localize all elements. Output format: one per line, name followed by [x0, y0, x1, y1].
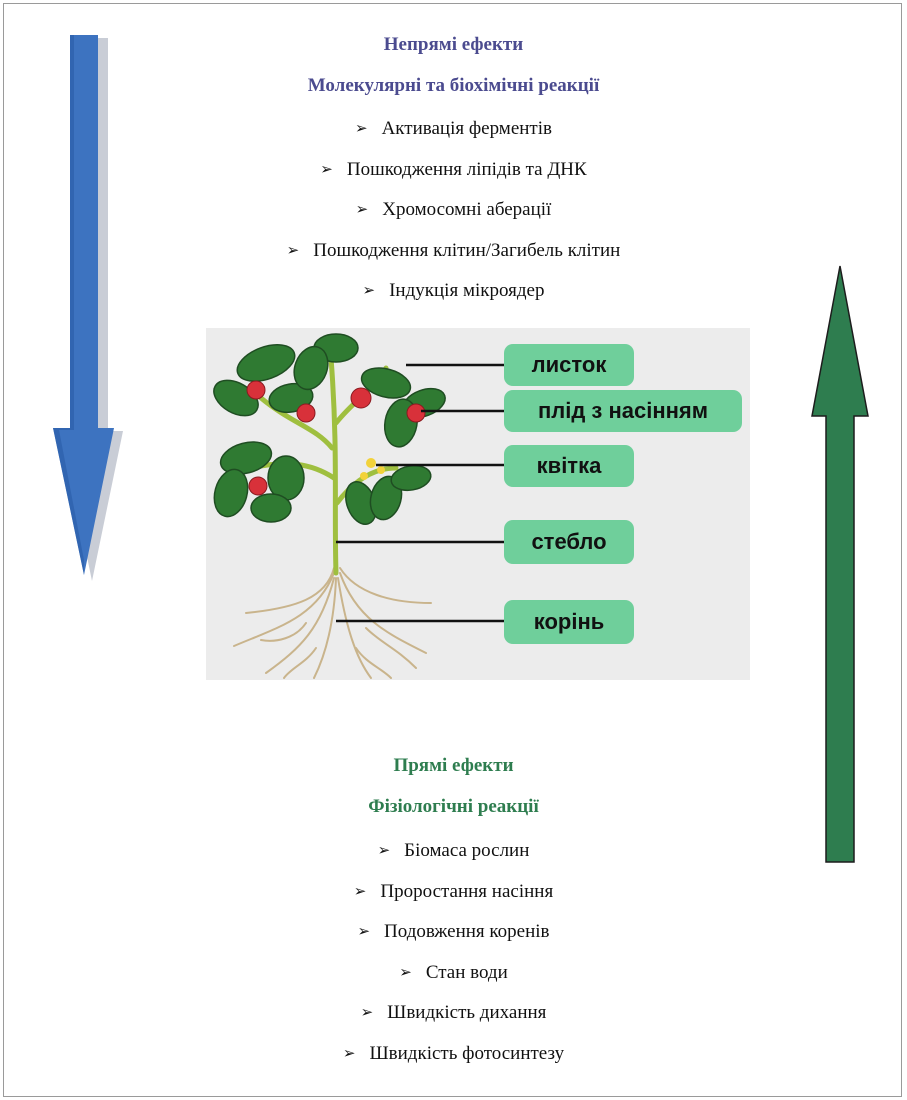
list-item-label: Подовження коренів [384, 921, 550, 942]
arrowhead-bullet-icon: ➢ [353, 881, 367, 900]
list-item-label: Пошкодження клітин/Загибель клітин [313, 239, 621, 261]
indirect-effects-title: Непрямі ефекти [383, 34, 524, 55]
list-item: ➢ Стан води [0, 953, 907, 994]
list-item-label: Швидкість дихання [387, 1002, 547, 1023]
down-arrow-icon [53, 35, 123, 581]
tomato-plant-illustration [213, 333, 504, 679]
indirect-effects-subtitle: Молекулярні та біохімічні реакції [307, 75, 600, 96]
arrowhead-bullet-icon: ➢ [399, 962, 412, 981]
list-item: ➢ Швидкість фотосинтезу [0, 1034, 907, 1075]
arrowhead-bullet-icon: ➢ [377, 841, 391, 859]
list-item-label: Хромосомні аберації [382, 199, 552, 220]
direct-effects-title: Прямі ефекти [393, 755, 514, 776]
list-item: ➢ Індукція мікроядер [0, 271, 907, 312]
direct-effects-subtitle: Фізіологічні реакції [368, 796, 539, 817]
plant-label-root: корінь [504, 600, 634, 644]
list-item: ➢ Біомаса рослин [0, 831, 907, 872]
list-item: ➢ Пошкодження клітин/Загибель клітин [0, 231, 907, 272]
arrowhead-bullet-icon: ➢ [320, 159, 333, 178]
arrowhead-bullet-icon: ➢ [286, 240, 300, 259]
up-arrow-icon [811, 265, 869, 863]
page-frame [3, 3, 902, 1097]
plant-label-leaf: листок [504, 344, 634, 386]
list-item: ➢ Пошкодження ліпідів та ДНК [0, 150, 907, 191]
arrowhead-bullet-icon: ➢ [342, 1043, 356, 1062]
list-item-label: Швидкість фотосинтезу [369, 1042, 565, 1064]
indirect-effects-list: ➢ Активація ферментів ➢ Пошкодження ліпіді… [0, 109, 907, 312]
list-item: ➢ Проростання насіння [0, 872, 907, 913]
arrowhead-bullet-icon: ➢ [355, 200, 369, 218]
plant-diagram: листок плід з насінням квітка стебло кор… [206, 328, 750, 680]
list-item: ➢ Швидкість дихання [0, 993, 907, 1034]
list-item-label: Індукція мікроядер [389, 280, 545, 301]
list-item: ➢ Подовження коренів [0, 912, 907, 953]
list-item-label: Проростання насіння [380, 880, 554, 902]
plant-label-stem: стебло [504, 520, 634, 564]
plant-label-flower: квітка [504, 445, 634, 487]
arrowhead-bullet-icon: ➢ [362, 281, 376, 299]
list-item-label: Активація ферментів [381, 118, 552, 139]
list-item: ➢ Хромосомні аберації [0, 190, 907, 231]
list-item-label: Пошкодження ліпідів та ДНК [346, 158, 587, 180]
arrowhead-bullet-icon: ➢ [357, 922, 371, 940]
arrowhead-bullet-icon: ➢ [355, 119, 368, 137]
list-item-label: Стан води [425, 961, 508, 983]
list-item-label: Біомаса рослин [404, 840, 530, 861]
plant-label-fruit: плід з насінням [504, 390, 742, 432]
arrowhead-bullet-icon: ➢ [360, 1003, 374, 1021]
list-item: ➢ Активація ферментів [0, 109, 907, 150]
direct-effects-list: ➢ Біомаса рослин ➢ Проростання насіння ➢ По… [0, 831, 907, 1074]
